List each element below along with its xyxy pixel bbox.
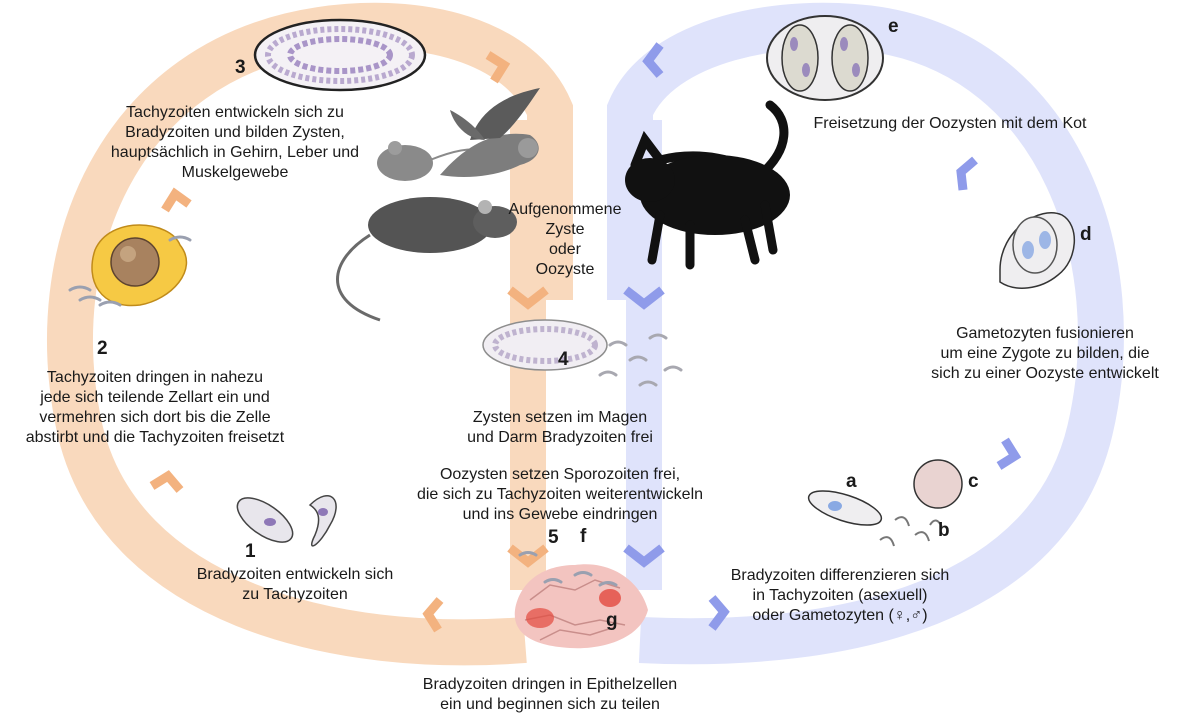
step-1-label: Bradyzoiten entwickeln sich zu Tachyzoit… [170,565,420,605]
text-line: Bradyzoiten und bilden Zysten, [125,124,345,141]
epithelial-invasion-label: Bradyzoiten dringen in Epithelzellen ein… [400,675,700,715]
cat-arrow [996,437,1022,470]
rat-image [336,197,517,322]
text-line: abstirbt und die Tachyzoiten freisetzt [25,429,285,446]
gametocyte-fusion-label: Gametozyten fusionieren um eine Zygote z… [905,324,1185,384]
ruptured-cyst-image [482,319,683,387]
cat-arrow [708,595,730,631]
sporulated-oocyst-image [766,15,884,101]
text-line: zu Tachyzoiten [242,586,348,603]
text-line: Gametozyten fusionieren [956,325,1134,342]
host-arrow [507,544,549,568]
text-line: die sich zu Tachyzoiten weiterentwickeln [416,486,704,503]
step-2-label: Tachyzoiten dringen in nahezu jede sich … [5,368,305,448]
text-line: Zyste [545,221,585,238]
cat-arrow [956,156,978,191]
ingested-cyst-label: Aufgenommene Zyste oder Oozyste [505,200,625,280]
letter-e: e [888,16,899,37]
text-line: Oozysten setzen Sporozoiten frei, [439,466,681,483]
letter-a: a [846,471,857,492]
tissue-cyst-image [253,18,427,92]
letter-f: f [580,526,587,547]
letter-c: c [968,471,979,492]
cat-arrow [642,42,664,78]
text-line: Freisetzung der Oozysten mit dem Kot [813,115,1087,132]
text-line: vermehren sich dort bis die Zelle [39,409,271,426]
step-number-4: 4 [558,349,569,370]
text-line: Muskelgewebe [181,164,289,181]
text-line: Bradyzoiten differenzieren sich [730,567,950,584]
text-line: Bradyzoiten entwickeln sich [196,566,394,583]
text-line: ein und beginnen sich zu teilen [440,696,660,713]
host-arrow [507,286,549,310]
text-line: Oozyste [535,261,595,278]
text-line: um eine Zygote zu bilden, die [940,345,1150,362]
text-line: Bradyzoiten dringen in Epithelzellen [422,676,678,693]
cat-arrow [623,286,665,310]
text-line: Tachyzoiten entwickeln sich zu [126,104,344,121]
tachyzoite-a-image [807,490,883,526]
bird-image [440,88,540,177]
step-4-label: Zysten setzen im Magen und Darm Bradyzoi… [440,408,680,448]
text-line: Tachyzoiten dringen in nahezu [46,369,264,386]
cat-cycle-band [607,2,1124,665]
macrogamete-c-image [913,459,963,509]
text-line: Zysten setzen im Magen [472,409,648,426]
oocyst-release-label: Freisetzung der Oozysten mit dem Kot [790,114,1110,134]
microgametes-b-image [879,516,943,547]
zygote-oocyst-image [999,212,1076,289]
text-line: oder [548,241,582,258]
text-line: und Darm Bradyzoiten frei [467,429,653,446]
letter-b: b [938,520,950,541]
step-3-label: Tachyzoiten entwickeln sich zu Bradyzoit… [110,103,360,183]
host-cycle-band [47,2,573,666]
step-number-1: 1 [245,541,256,562]
epithelial-tissue-image [514,551,648,649]
host-arrow [485,51,511,84]
bradyzoite-differentiation-label: Bradyzoiten differenzieren sich in Tachy… [700,566,980,626]
step-5-label: Oozysten setzen Sporozoiten frei, die si… [410,465,710,525]
host-arrow [149,470,184,493]
cat-image [625,100,790,270]
text-line: in Tachyzoiten (asexuell) [752,587,928,604]
letter-g: g [606,610,618,631]
text-line: Aufgenommene [508,201,622,218]
cat-arrow [623,544,665,568]
host-arrow [422,597,444,633]
text-line: oder Gametozyten (♀,♂) [752,607,928,624]
text-line: hauptsächlich in Gehirn, Leber und [110,144,360,161]
step-number-5: 5 [548,527,559,548]
step-number-3: 3 [235,57,246,78]
text-line: und ins Gewebe eindringen [462,506,658,523]
letter-d: d [1080,224,1092,245]
host-arrow [161,187,192,213]
step-number-2: 2 [97,338,108,359]
text-line: sich zu einer Oozyste entwickelt [931,365,1159,382]
infected-host-cell-image [68,224,192,307]
bradyzoite-pair-image [236,495,337,547]
text-line: jede sich teilende Zellart ein und [40,389,270,406]
